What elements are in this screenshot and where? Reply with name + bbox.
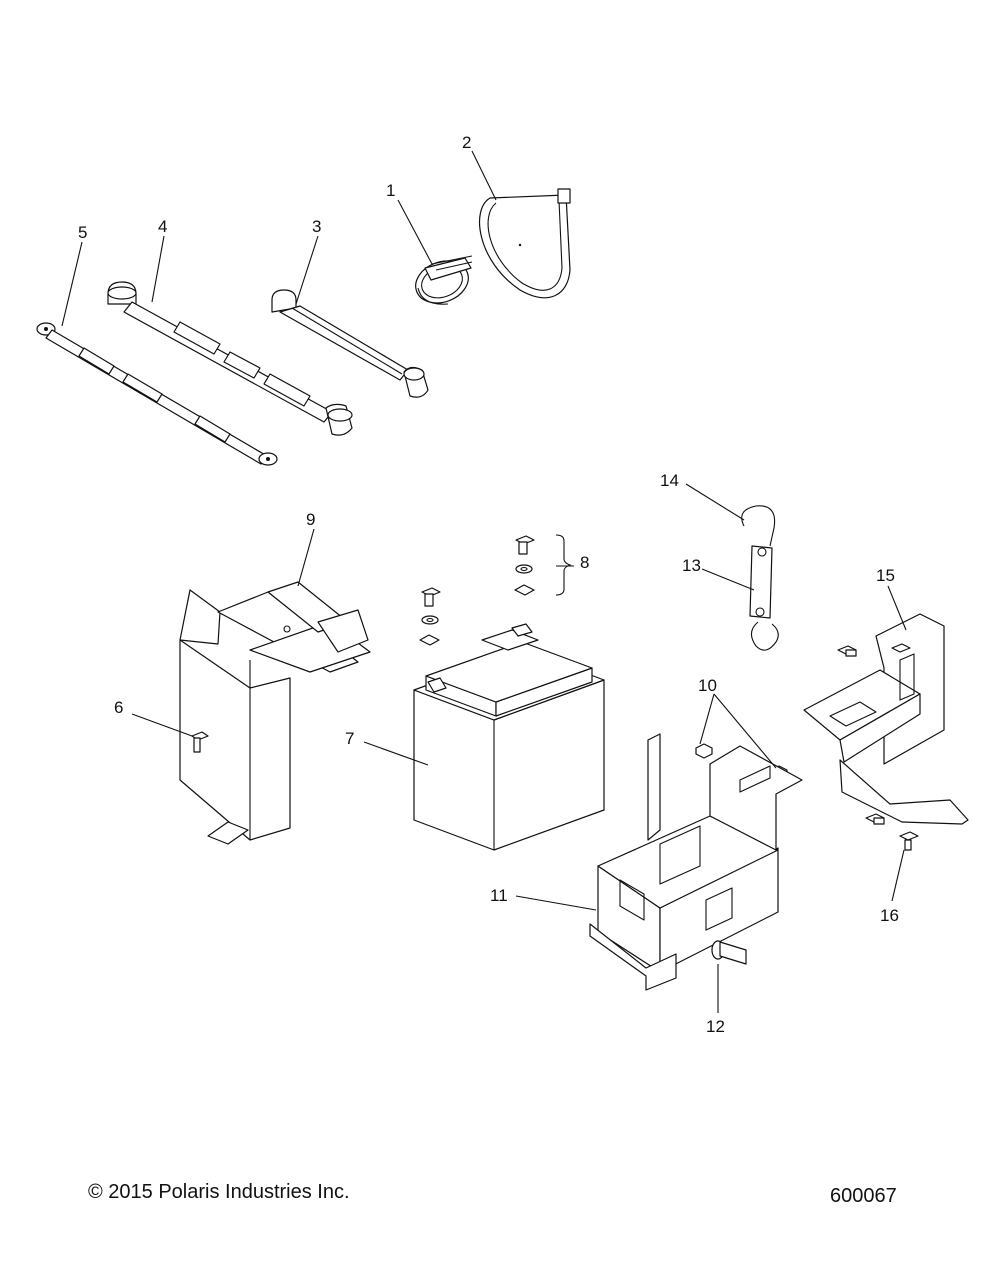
- callout-6: 6: [114, 698, 123, 717]
- drawing-number: 600067: [830, 1185, 897, 1207]
- callout-1: 1: [386, 181, 395, 200]
- callout-9: 9: [306, 510, 315, 529]
- part-1-strap-coil: [415, 255, 473, 305]
- callout-2: 2: [462, 133, 471, 152]
- callout-16: 16: [880, 906, 899, 925]
- leader-lines: [61, 150, 907, 1013]
- part-5-ground-cable: [36, 322, 278, 466]
- callout-10: 10: [698, 676, 717, 695]
- callout-11: 11: [490, 886, 508, 905]
- part-6-bolt: [191, 731, 209, 753]
- part-7-battery: [413, 623, 605, 851]
- part-4-battery-cable: [107, 281, 353, 436]
- part-9-battery-cover: [179, 581, 371, 845]
- callout-4: 4: [158, 217, 167, 236]
- part-13-strap: [749, 545, 779, 651]
- copyright-notice: © 2015 Polaris Industries Inc.: [88, 1181, 350, 1203]
- part-14-hook: [741, 505, 776, 547]
- part-15-bracket: [803, 613, 969, 825]
- callout-labels: 1 2 3 4 5 6 7 8 9 10 11 12 13 14 15 16: [78, 133, 899, 1036]
- callout-8: 8: [580, 553, 589, 572]
- part-16-bolts: [837, 643, 919, 851]
- callout-14: 14: [660, 471, 679, 490]
- part-3-battery-cable: [271, 289, 429, 398]
- part-12-stud: [711, 940, 747, 965]
- callout-7: 7: [345, 729, 354, 748]
- callout-3: 3: [312, 217, 321, 236]
- callout-5: 5: [78, 223, 87, 242]
- part-11-battery-tray: [589, 733, 803, 991]
- part-2-cable-tie: [478, 188, 571, 299]
- callout-12: 12: [706, 1017, 725, 1036]
- callout-13: 13: [682, 556, 701, 575]
- callout-15: 15: [876, 566, 895, 585]
- part-8-terminal-hardware: [419, 534, 572, 646]
